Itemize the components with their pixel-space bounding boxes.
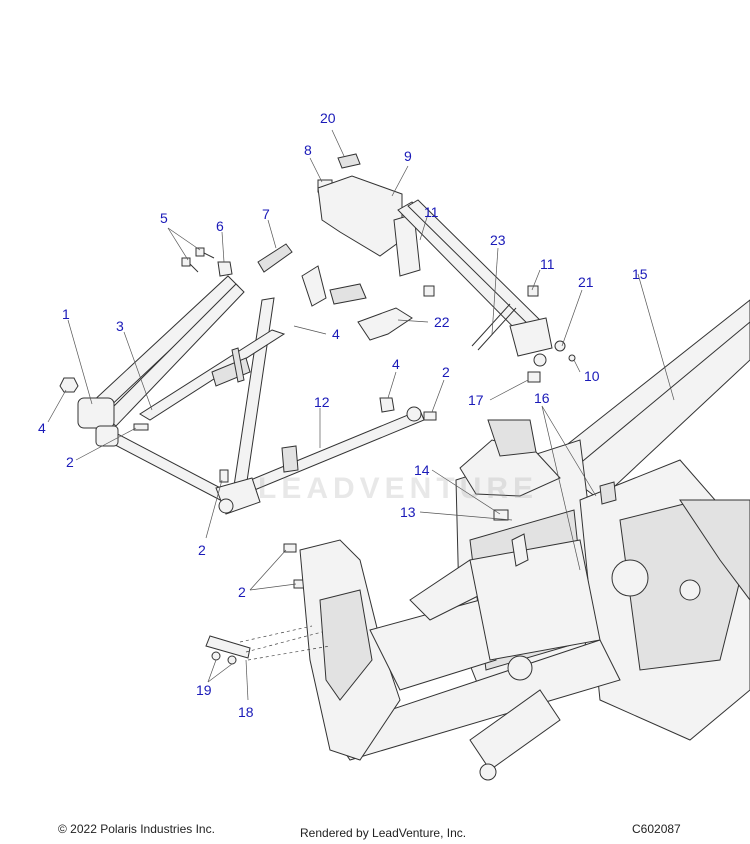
callout-11: 11 [424, 204, 439, 220]
callout-23: 23 [490, 232, 506, 248]
rendered-by-text: Rendered by LeadVenture, Inc. [300, 826, 467, 840]
callout-10: 10 [584, 368, 600, 384]
callout-12: 12 [314, 394, 330, 410]
callout-4: 4 [38, 420, 46, 436]
copyright-text: © 2022 Polaris Industries Inc. [58, 822, 215, 836]
leader-lines [47, 129, 675, 701]
diagram-code: C602087 [632, 822, 681, 836]
watermark: LEADVENTURE [258, 472, 539, 505]
callout-14: 14 [414, 462, 430, 478]
callout-11: 11 [540, 256, 555, 272]
callout-16: 16 [534, 390, 550, 406]
callout-21: 21 [578, 274, 594, 290]
callout-3: 3 [116, 318, 124, 334]
callout-4: 4 [332, 326, 340, 342]
callout-2: 2 [66, 454, 74, 470]
callout-18: 18 [238, 704, 254, 720]
fastener-group-left [59, 243, 437, 589]
callout-17: 17 [468, 392, 484, 408]
callout-20: 20 [320, 110, 336, 126]
main-chassis-frame [299, 299, 750, 781]
callout-19: 19 [196, 682, 212, 698]
callout-15: 15 [632, 266, 648, 282]
steering-post-assembly [301, 153, 576, 383]
callout-22: 22 [434, 314, 450, 330]
callout-6: 6 [216, 218, 224, 234]
front-frame-tube-assembly [77, 275, 425, 515]
callout-7: 7 [262, 206, 270, 222]
callout-2: 2 [442, 364, 450, 380]
callout-1: 1 [62, 306, 70, 322]
callout-8: 8 [304, 142, 312, 158]
callout-9: 9 [404, 148, 412, 164]
callout-2: 2 [238, 584, 246, 600]
callout-2: 2 [198, 542, 206, 558]
mounting-bracket-18 [205, 625, 331, 665]
callout-5: 5 [160, 210, 168, 226]
callout-4: 4 [392, 356, 400, 372]
callout-13: 13 [400, 504, 416, 520]
